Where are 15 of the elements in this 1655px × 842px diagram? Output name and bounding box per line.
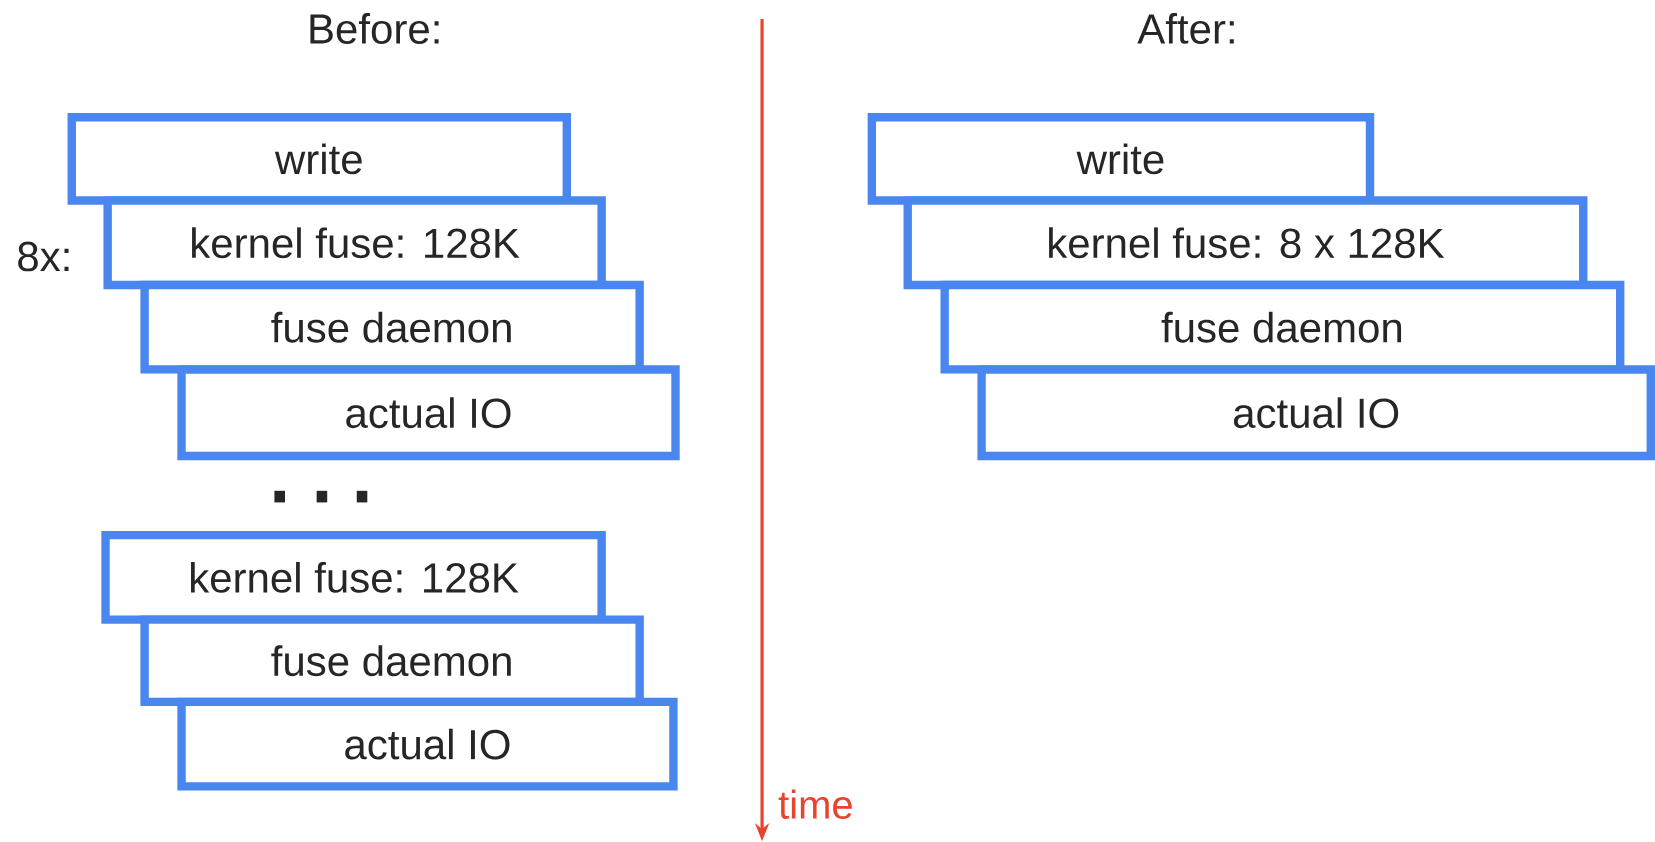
process-box: actual IO xyxy=(177,365,680,461)
process-box: fuse daemon xyxy=(940,280,1625,374)
process-box: kernel fuse: 128K xyxy=(103,196,606,290)
process-box: fuse daemon xyxy=(140,280,644,374)
heading: After: xyxy=(1137,13,1234,44)
process-box: actual IO xyxy=(177,697,678,791)
process-box: fuse daemon xyxy=(140,615,644,707)
repeat-label: 8x: xyxy=(18,241,69,272)
process-box: kernel fuse: 128K xyxy=(101,530,606,624)
axis-label: time xyxy=(778,789,852,819)
process-box: actual IO xyxy=(977,365,1655,461)
heading: Before: xyxy=(310,13,439,44)
process-box: write xyxy=(67,113,571,205)
process-box: write xyxy=(867,113,1375,205)
process-box: kernel fuse: 8 x 128K xyxy=(903,196,1588,290)
